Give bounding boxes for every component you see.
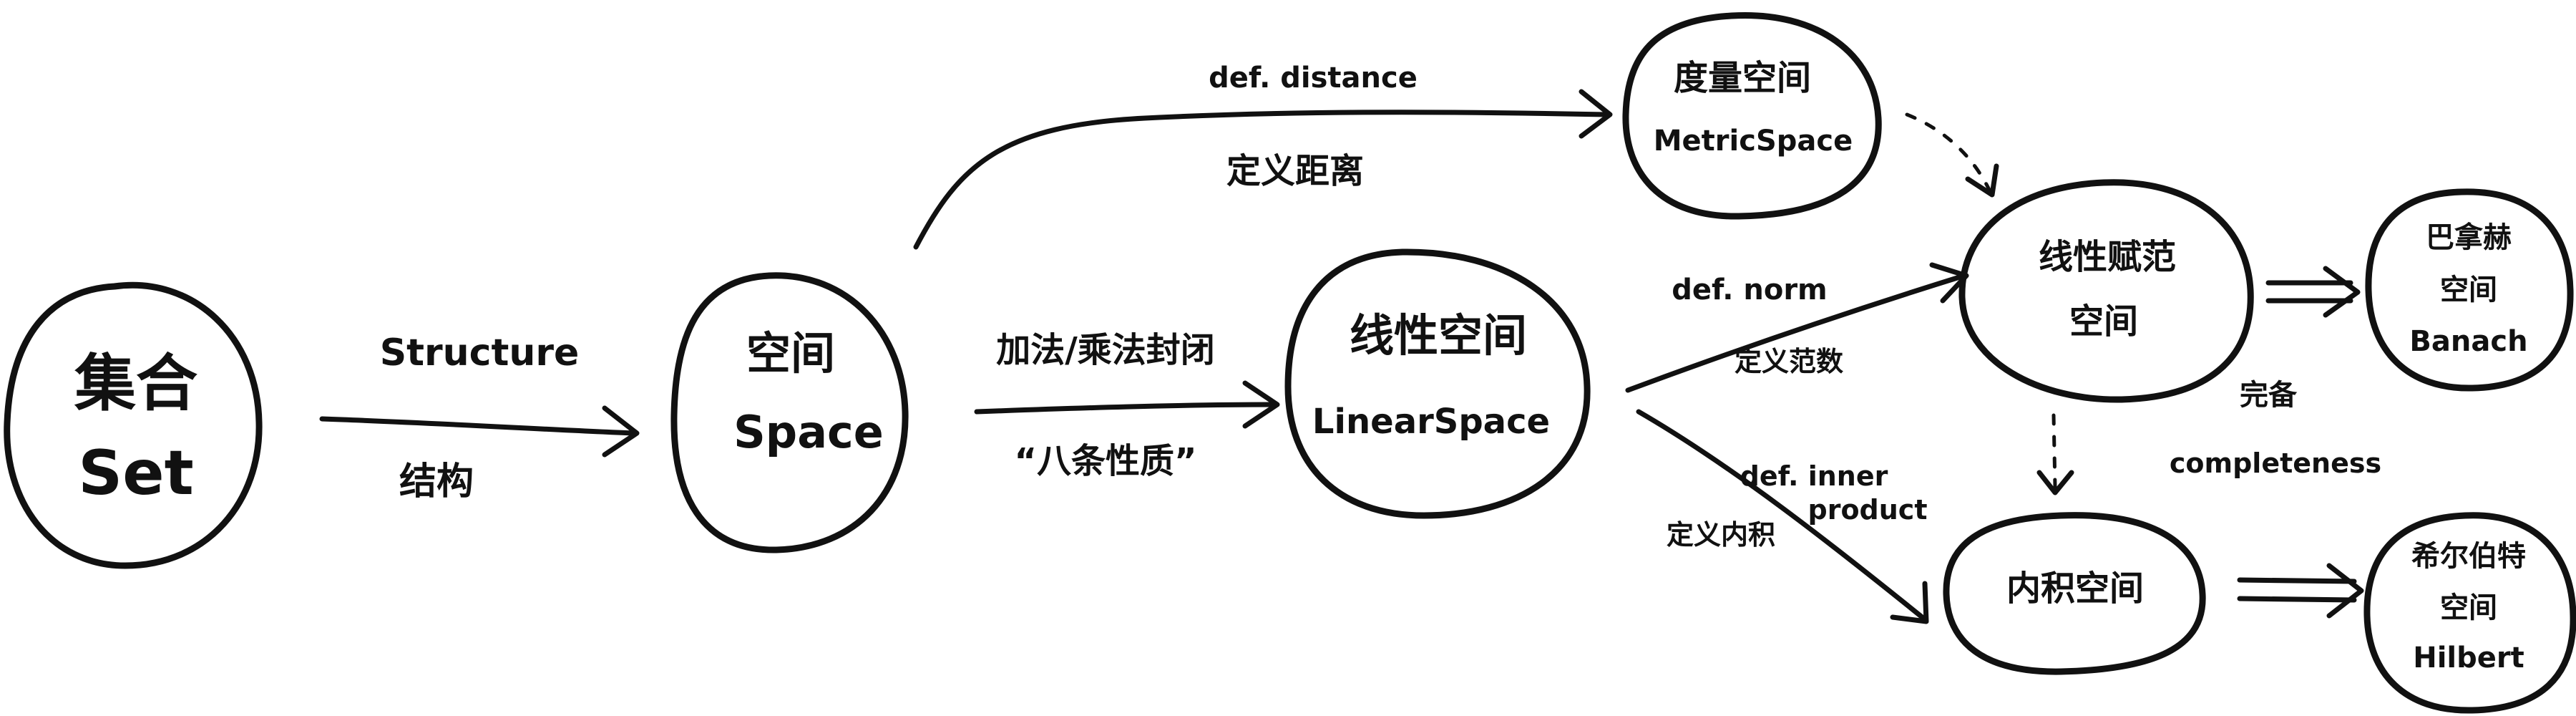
node-banach-space-label-zh2: 空间: [2440, 274, 2497, 306]
edge-completeness-label-zh: 完备: [2240, 379, 2298, 412]
edge-inner-product-label-zh: 定义内积: [1667, 519, 1775, 551]
node-banach-space-label-en: Banach: [2409, 325, 2527, 358]
edge-metric-to-normed-dashed: [1905, 112, 1999, 198]
edge-linear-operations-label-zh2: “八条性质”: [1014, 441, 1196, 481]
edge-distance-label-en: def. distance: [1209, 62, 1418, 95]
node-space-label-zh: 空间: [746, 327, 835, 379]
node-metric-space-label-zh: 度量空间: [1674, 58, 1811, 98]
edge-norm-label-en: def. norm: [1672, 274, 1827, 306]
node-normed-space: 线性赋范 空间: [1958, 179, 2254, 403]
node-linear-space-label-zh: 线性空间: [1350, 309, 1527, 362]
node-hilbert-space: 希尔伯特 空间 Hilbert: [2363, 512, 2576, 714]
edge-structure-label-en: Structure: [380, 332, 580, 374]
node-space: 空间 Space: [670, 272, 909, 553]
edge-distance-label-zh: 定义距离: [1226, 151, 1364, 191]
node-space-label-en: Space: [733, 406, 884, 458]
node-banach-space: 巴拿赫 空间 Banach: [2365, 188, 2574, 392]
node-banach-space-label-zh: 巴拿赫: [2426, 221, 2512, 254]
edge-completeness-hilbert: [2237, 563, 2364, 619]
node-normed-space-label-zh: 线性赋范: [2039, 237, 2176, 277]
edge-normed-to-inner-dashed: [2036, 413, 2074, 495]
edge-linear-operations-label-zh: 加法/乘法封闭: [996, 330, 1215, 370]
edge-distance: def. distance 定义距离: [913, 62, 1613, 250]
edge-inner-product-label-en: def. inner: [1740, 460, 1888, 492]
edge-inner-product-label-en2: product: [1808, 494, 1928, 526]
node-linear-space-label-en: LinearSpace: [1312, 402, 1550, 442]
edge-completeness-label-en: completeness: [2170, 448, 2381, 479]
node-set-label-zh: 集合: [74, 348, 197, 420]
edge-inner-product: def. inner product 定义内积: [1636, 409, 1929, 624]
node-linear-space: 线性空间 LinearSpace: [1284, 248, 1591, 519]
edge-linear-operations: 加法/乘法封闭 “八条性质”: [974, 330, 1280, 481]
node-inner-product-space-label-zh: 内积空间: [2006, 569, 2144, 609]
node-inner-product-space: 内积空间: [1943, 512, 2206, 675]
node-hilbert-space-label-zh: 希尔伯特: [2411, 540, 2526, 573]
node-metric-space: 度量空间 MetricSpace: [1622, 11, 1882, 220]
node-set-label-en: Set: [78, 437, 193, 509]
node-normed-space-label-zh2: 空间: [2069, 301, 2138, 342]
edge-completeness-banach: 完备 completeness: [2170, 266, 2381, 479]
edge-norm-label-zh: 定义范数: [1735, 346, 1843, 377]
node-metric-space-label-en: MetricSpace: [1654, 125, 1853, 158]
node-set: 集合 Set: [4, 281, 263, 569]
edge-structure: Structure 结构: [319, 332, 640, 503]
edge-structure-label-zh: 结构: [399, 460, 474, 503]
node-hilbert-space-label-zh2: 空间: [2440, 591, 2497, 624]
edge-norm: def. norm 定义范数: [1625, 262, 1969, 393]
node-hilbert-space-label-en: Hilbert: [2413, 642, 2524, 674]
